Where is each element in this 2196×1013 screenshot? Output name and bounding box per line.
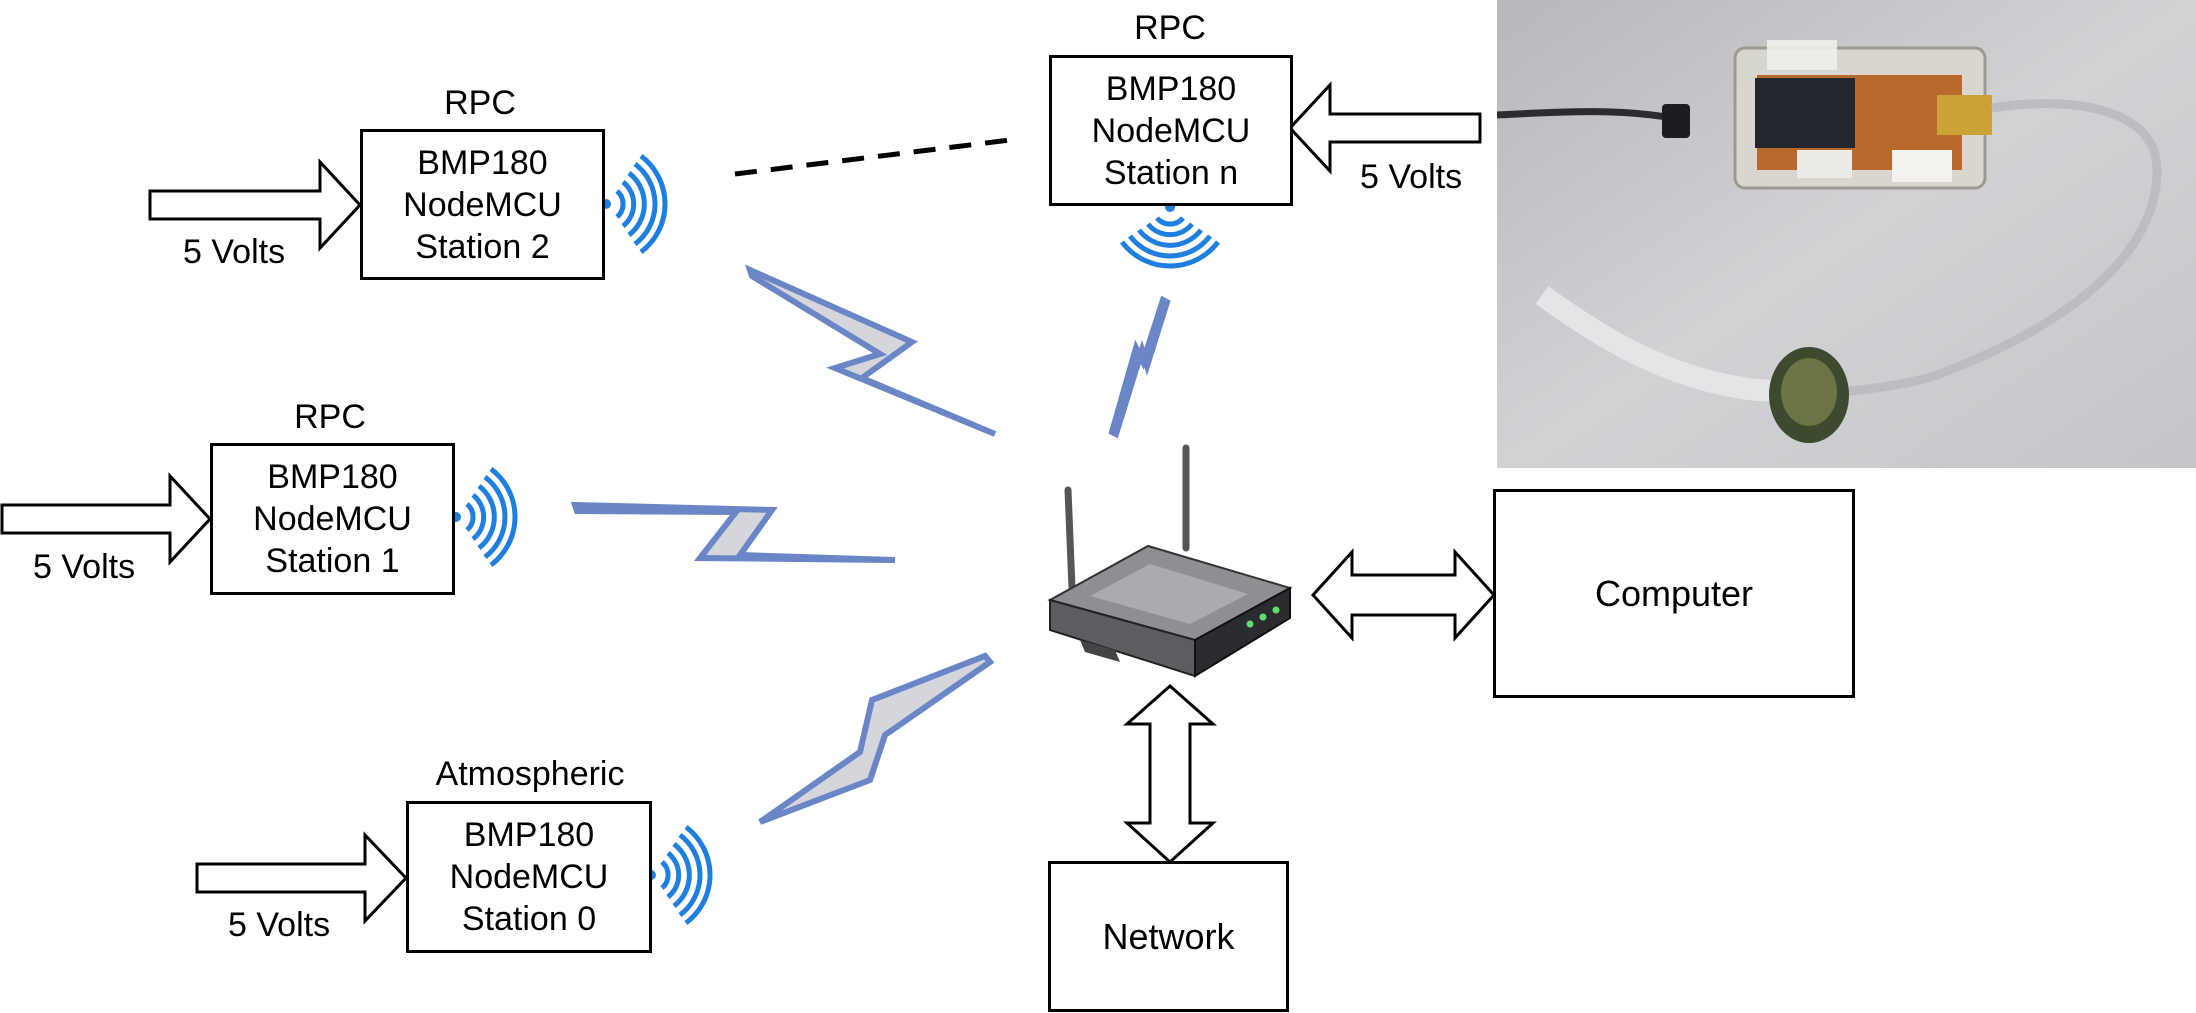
hardware-photo (1497, 0, 2196, 468)
station-label: Station 2 (415, 227, 550, 266)
sensor-label: BMP180 (463, 816, 595, 854)
power-arrow-icon (0, 472, 213, 566)
bidirectional-arrow-icon (1310, 548, 1497, 642)
sensor-label: BMP180 (267, 458, 398, 496)
board-label: NodeMCU (449, 858, 609, 896)
wifi-icon (601, 156, 665, 252)
station-0-caption: Atmospheric (435, 755, 625, 793)
station-2-power-label: 5 Volts (183, 233, 286, 271)
lightning-link-icon (758, 652, 995, 825)
lightning-link-icon (745, 264, 997, 437)
station-n-box: BMP180 NodeMCU Station n (1049, 55, 1293, 206)
board-label: NodeMCU (253, 500, 412, 538)
bidirectional-arrow-icon (1123, 683, 1217, 865)
wifi-icon (451, 469, 515, 565)
station-0-power-label: 5 Volts (228, 906, 331, 944)
sensor-label: BMP180 (417, 143, 548, 182)
computer-label: Computer (1594, 572, 1754, 614)
station-1-power-label: 5 Volts (33, 548, 136, 586)
station-label: Station 1 (265, 542, 400, 580)
station-1-box: BMP180 NodeMCU Station 1 (210, 443, 455, 595)
station-2-box: BMP180 NodeMCU Station 2 (360, 129, 605, 280)
station-label: Station 0 (461, 900, 597, 938)
sensor-label: BMP180 (1105, 69, 1237, 108)
lightning-link-icon (570, 501, 896, 563)
router-icon (1047, 444, 1293, 678)
station-label: Station n (1103, 153, 1239, 192)
board-label: NodeMCU (403, 185, 562, 224)
network-box: Network (1048, 861, 1289, 1012)
station-0-box: BMP180 NodeMCU Station 0 (406, 801, 652, 953)
board-label: NodeMCU (1091, 111, 1251, 150)
network-label: Network (1102, 915, 1235, 957)
computer-box: Computer (1493, 489, 1855, 698)
wifi-icon (1122, 202, 1218, 266)
station-1-caption: RPC (294, 398, 366, 436)
wifi-icon (646, 827, 710, 923)
power-arrow-icon (1287, 81, 1482, 175)
power-arrow-icon (195, 831, 409, 925)
lightning-link-icon (1108, 295, 1171, 439)
power-arrow-icon (148, 158, 363, 252)
station-n-caption: RPC (1134, 9, 1206, 47)
station-2-caption: RPC (444, 84, 516, 122)
dashed-link (734, 137, 1011, 177)
station-n-power-label: 5 Volts (1360, 158, 1463, 196)
